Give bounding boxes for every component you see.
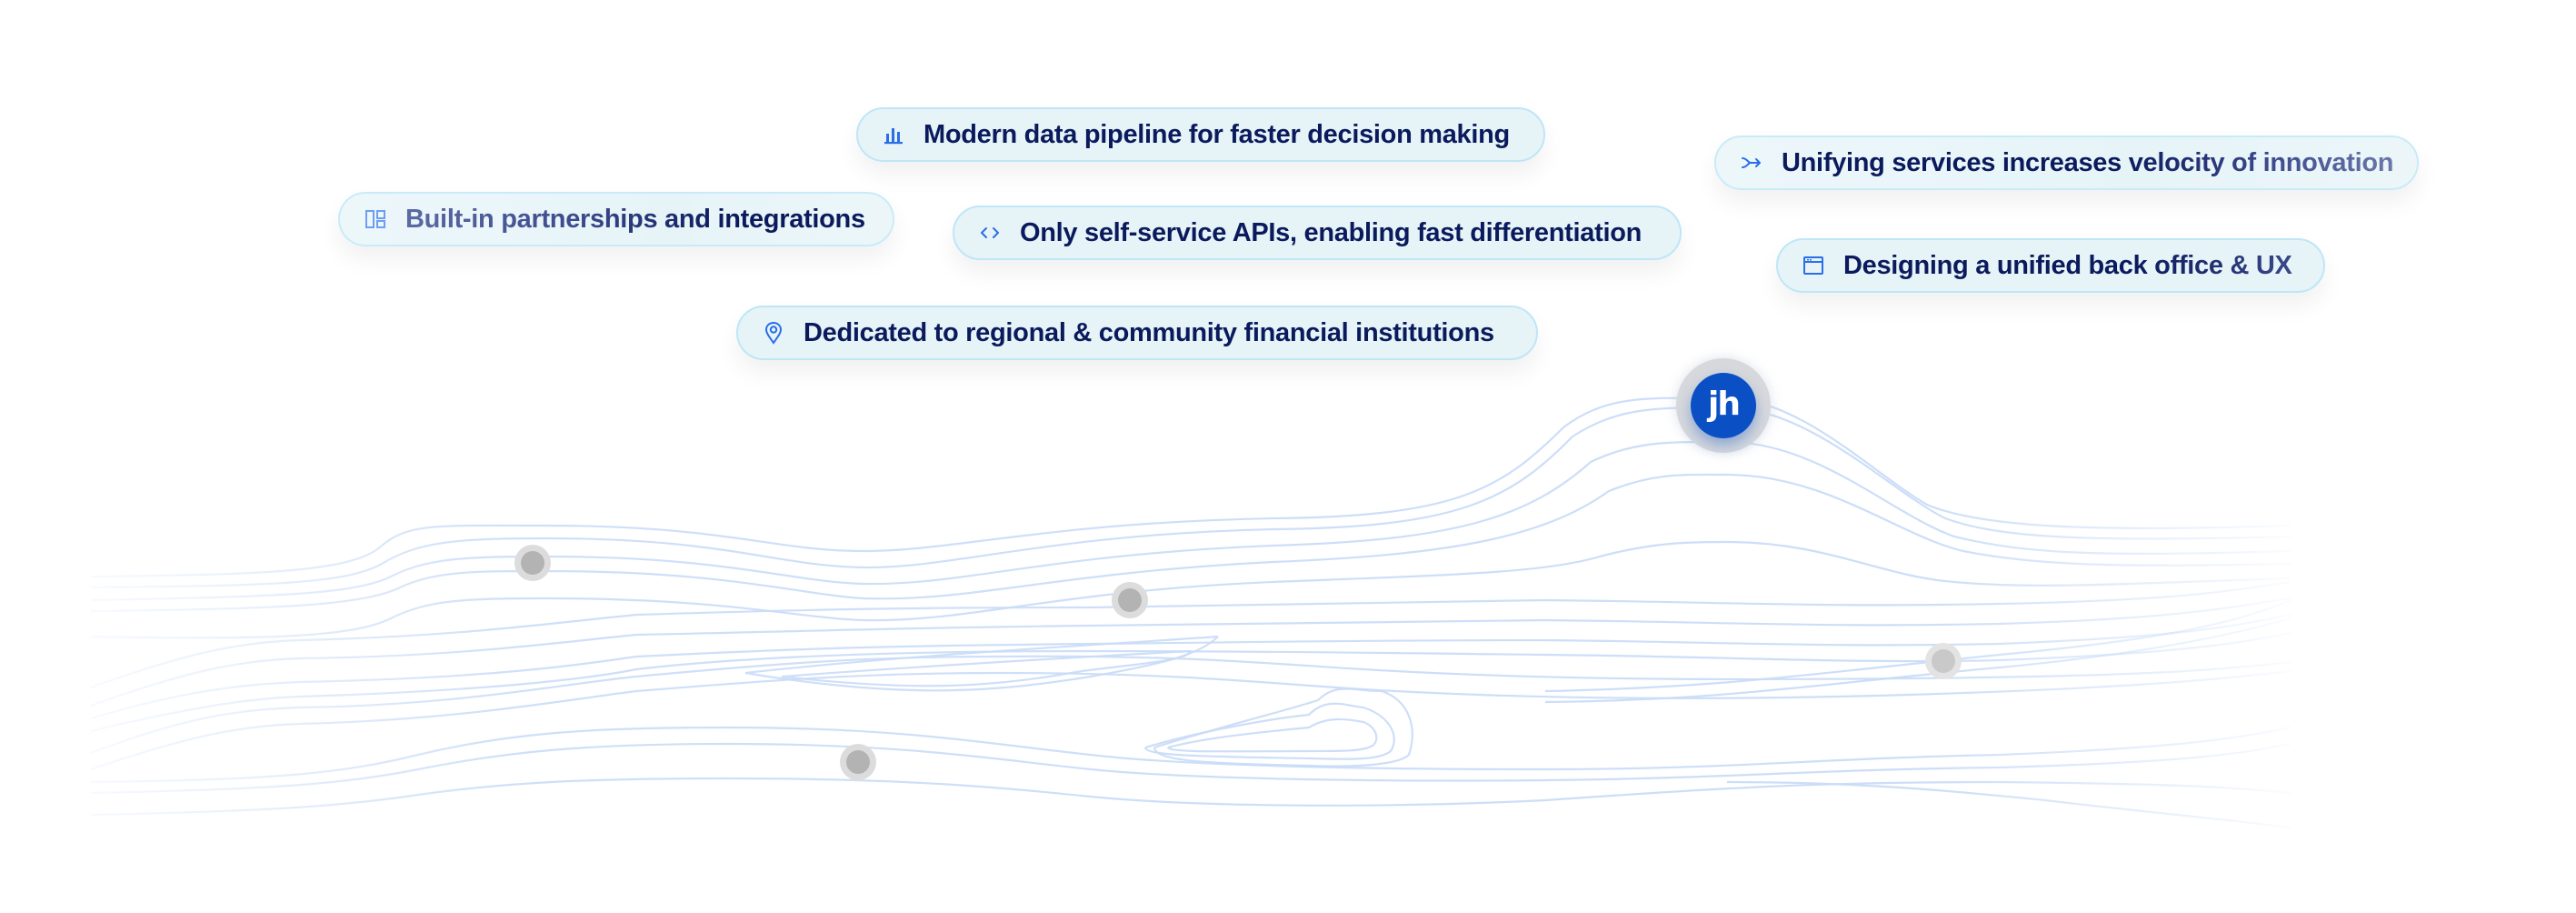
feature-label: Only self-service APIs, enabling fast di…	[1020, 217, 1642, 247]
feature-pill-partnerships: Built-in partnerships and integrations	[338, 192, 894, 246]
flow-line	[744, 635, 1219, 692]
browser-window-icon	[1802, 254, 1825, 277]
flow-line	[1166, 717, 1378, 753]
flow-line	[781, 649, 1192, 687]
flow-line	[90, 742, 2291, 795]
flow-line	[90, 597, 2291, 707]
map-pin-icon	[762, 321, 785, 345]
flow-line	[90, 473, 2291, 613]
flow-line	[1143, 702, 1395, 760]
flow-node-dot	[840, 744, 876, 780]
code-brackets-icon	[978, 221, 1002, 245]
flow-node-dot	[1925, 643, 1962, 679]
layout-panels-icon	[364, 207, 387, 231]
flow-node-dot	[514, 545, 551, 581]
flow-line	[90, 440, 2291, 602]
flow-line	[90, 540, 2291, 639]
flow-node-dot	[1112, 582, 1148, 618]
flow-line	[1153, 687, 1413, 768]
flow-lines	[90, 396, 2291, 829]
jh-logo: jh	[1691, 373, 1756, 438]
jh-logo-node: jh	[1676, 358, 1771, 453]
flow-line	[90, 631, 2291, 733]
merge-arrow-icon	[1740, 151, 1763, 175]
flow-line	[90, 406, 2291, 589]
flow-line	[1544, 617, 2291, 704]
flow-line	[1726, 780, 2291, 829]
bar-chart-icon	[882, 123, 905, 146]
flow-line	[90, 669, 2291, 771]
feature-pill-self-service: Only self-service APIs, enabling fast di…	[953, 206, 1682, 260]
feature-label: Modern data pipeline for faster decision…	[924, 119, 1510, 149]
feature-pill-data-pipeline: Modern data pipeline for faster decision…	[856, 107, 1545, 162]
flow-line	[90, 396, 2291, 578]
feature-label: Unifying services increases velocity of …	[1782, 147, 2394, 177]
feature-pill-back-office: Designing a unified back office & UX	[1776, 238, 2325, 293]
feature-label: Dedicated to regional & community financ…	[804, 317, 1494, 347]
flow-line	[90, 726, 2291, 784]
flow-line	[90, 777, 2291, 817]
feature-pill-unifying: Unifying services increases velocity of …	[1714, 135, 2419, 190]
feature-label: Designing a unified back office & UX	[1843, 250, 2292, 280]
flow-line	[1544, 598, 2291, 693]
feature-pill-regional: Dedicated to regional & community financ…	[736, 306, 1538, 360]
feature-label: Built-in partnerships and integrations	[405, 204, 865, 234]
